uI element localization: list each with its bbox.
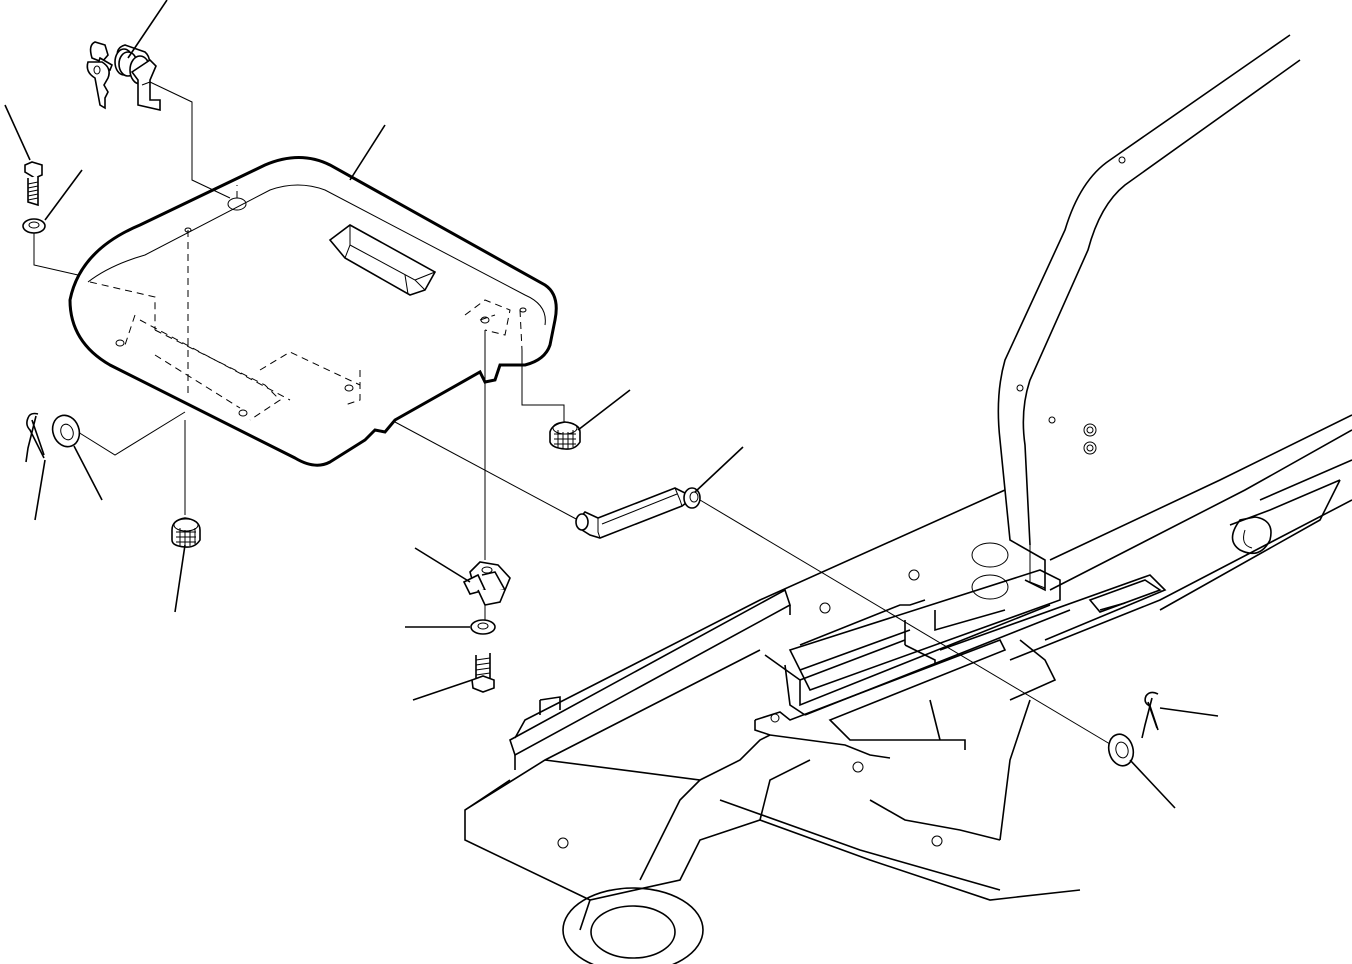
spring-washer-icon — [470, 619, 496, 635]
hinge-pin-icon — [575, 487, 701, 539]
washer-icon — [22, 218, 46, 234]
screw-icon — [471, 653, 495, 693]
cushion-icon — [171, 517, 201, 548]
cushion-icon — [549, 421, 581, 450]
alignment-lines — [187, 185, 238, 395]
bolt-icon — [24, 161, 43, 207]
leader-lines — [4, 0, 1219, 809]
cotter-pin-icon — [1141, 691, 1159, 739]
assembly-lines — [33, 81, 1121, 751]
cotter-pin-icon — [25, 412, 45, 463]
plain-washer-icon — [51, 414, 81, 448]
plain-washer-icon — [1107, 733, 1135, 767]
operator-frame — [464, 34, 1352, 964]
floor-cover — [68, 156, 558, 467]
clamp-icon — [462, 561, 511, 606]
lock-with-keys-icon — [86, 41, 161, 112]
